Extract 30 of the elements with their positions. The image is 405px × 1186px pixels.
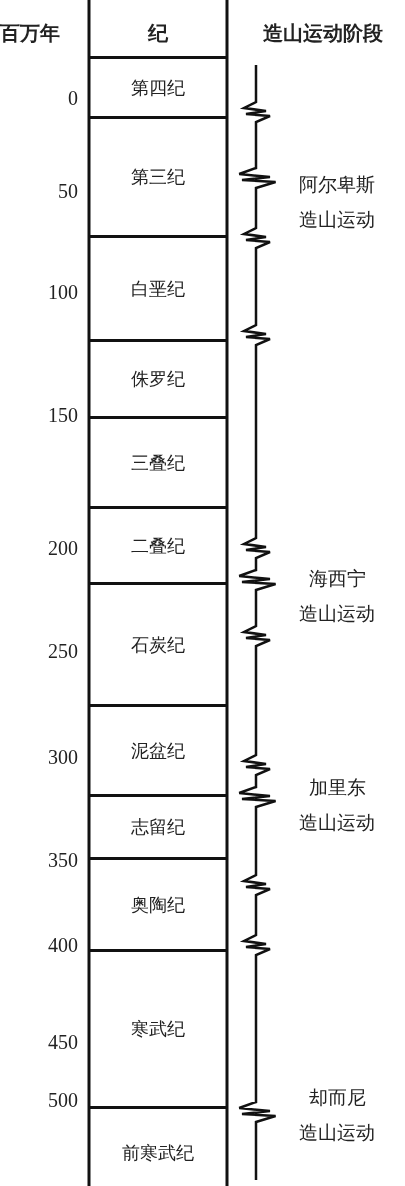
- period-name: 二叠纪: [131, 533, 185, 558]
- period-name: 三叠纪: [131, 450, 185, 475]
- age-value: 500: [47, 1088, 78, 1112]
- age-value: 400: [47, 933, 78, 957]
- orogeny-label: 却而尼造山运动: [298, 1085, 376, 1145]
- period-name: 第四纪: [131, 75, 185, 100]
- age-value: 0: [67, 86, 78, 110]
- period-name: 寒武纪: [131, 1017, 185, 1041]
- period-name: 前寒武纪: [122, 1141, 194, 1165]
- age-value: 100: [47, 280, 78, 304]
- period-name: 奥陶纪: [131, 892, 185, 917]
- age-value: 450: [47, 1030, 78, 1054]
- age-value: 200: [47, 536, 78, 560]
- column-header: 纪: [148, 19, 168, 47]
- age-value: 350: [47, 848, 78, 872]
- period-name: 志留纪: [131, 815, 185, 839]
- age-value: 300: [47, 745, 78, 769]
- period-name: 泥盆纪: [131, 738, 185, 763]
- orogeny-label: 阿尔卑斯造山运动: [298, 172, 376, 232]
- age-value: 250: [47, 639, 78, 663]
- column-header: 造山运动阶段: [263, 19, 383, 47]
- period-name: 侏罗纪: [131, 367, 185, 391]
- orogeny-label: 海西宁造山运动: [298, 566, 376, 626]
- period-name: 白垩纪: [131, 276, 185, 301]
- column-header: 百万年: [0, 19, 60, 47]
- period-name: 石炭纪: [131, 632, 185, 657]
- age-value: 150: [47, 403, 78, 427]
- orogeny-label: 加里东造山运动: [298, 775, 376, 835]
- age-value: 50: [57, 179, 78, 203]
- period-name: 第三纪: [131, 165, 185, 189]
